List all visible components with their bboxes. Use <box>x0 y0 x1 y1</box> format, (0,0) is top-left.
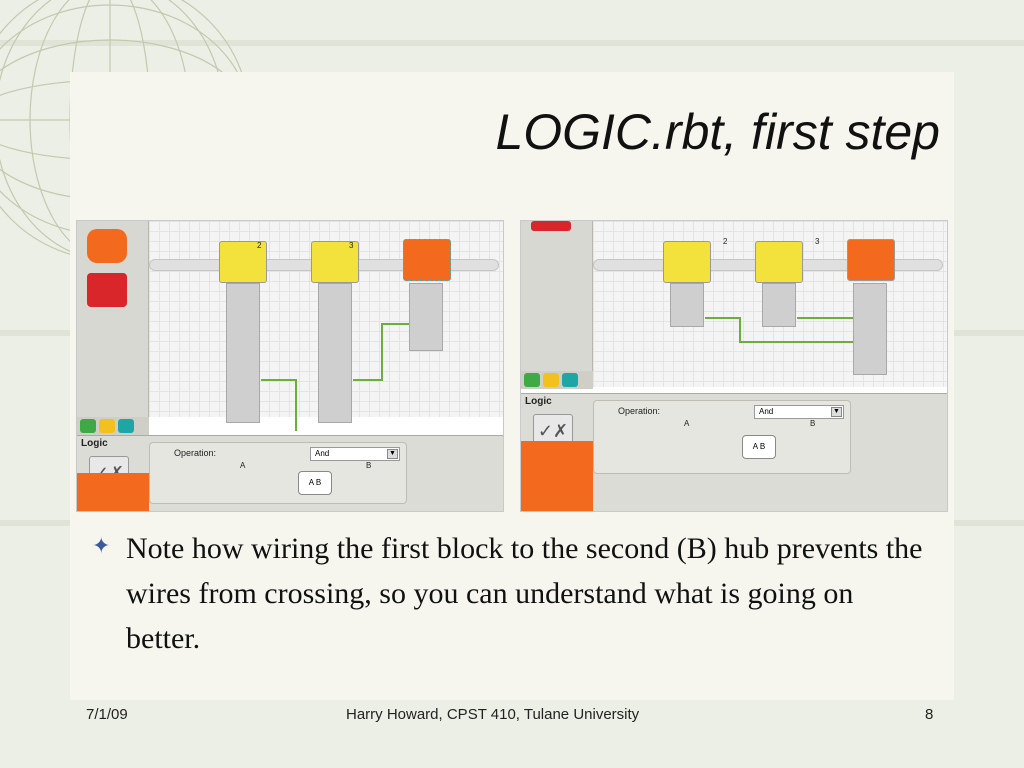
tab-common[interactable] <box>524 373 540 387</box>
common-palette-icon[interactable] <box>87 229 127 263</box>
venn-label: A B <box>752 442 766 451</box>
operation-label: Operation: <box>174 448 217 458</box>
sound-sensor-block[interactable] <box>219 241 267 283</box>
wire <box>261 379 295 381</box>
palette-sidebar <box>521 221 593 371</box>
operation-value: And <box>315 449 330 458</box>
logic-block[interactable] <box>403 239 451 281</box>
block-number: 3 <box>815 237 820 246</box>
config-panel-label: Logic <box>81 438 108 449</box>
wire <box>353 379 383 381</box>
logic-block[interactable] <box>847 239 895 281</box>
config-panel-label: Logic <box>525 396 552 407</box>
config-panel: Logic ✓✗ Operation: And ▼ A B A B <box>521 393 947 511</box>
tab-custom[interactable] <box>118 419 134 433</box>
bullet-text: Note how wiring the first block to the s… <box>126 532 923 655</box>
four-point-star-icon: ✦ <box>92 533 111 558</box>
logic-data-hub <box>853 283 887 375</box>
complete-palette-icon[interactable] <box>531 221 571 231</box>
wire <box>797 317 853 319</box>
program-canvas[interactable]: 2 3 <box>149 221 503 431</box>
venn-diagram-icon: A B <box>742 435 776 459</box>
config-orange-strip <box>521 441 593 511</box>
footer-date: 7/1/09 <box>86 706 128 723</box>
operation-select[interactable]: And ▼ <box>310 447 400 461</box>
operation-select[interactable]: And ▼ <box>754 405 844 419</box>
logic-data-hub <box>409 283 443 351</box>
wire <box>381 323 409 325</box>
chevron-down-icon: ▼ <box>831 407 842 417</box>
wire <box>705 317 739 319</box>
config-options-box: Operation: And ▼ A B A B <box>149 442 407 504</box>
operation-value: And <box>759 407 774 416</box>
screenshot-left: 2 3 Logic ✓✗ Operation: And ▼ A B A B <box>76 220 504 512</box>
input-a-label: A <box>240 461 246 470</box>
palette-tabs <box>77 417 149 435</box>
light-data-hub <box>318 283 352 423</box>
tab-custom[interactable] <box>562 373 578 387</box>
palette-tabs <box>521 371 593 389</box>
tab-common[interactable] <box>80 419 96 433</box>
block-number: 2 <box>257 241 262 250</box>
sound-data-hub <box>226 283 260 423</box>
input-b-label: B <box>366 461 372 470</box>
light-sensor-block[interactable] <box>755 241 803 283</box>
light-data-hub <box>762 283 796 327</box>
complete-palette-icon[interactable] <box>87 273 127 307</box>
input-a-label: A <box>684 419 690 428</box>
block-number: 3 <box>349 241 354 250</box>
wire <box>739 317 741 341</box>
config-orange-strip <box>77 473 149 511</box>
light-sensor-block[interactable] <box>311 241 359 283</box>
wire <box>381 323 383 381</box>
operation-label: Operation: <box>618 406 661 416</box>
palette-sidebar <box>77 221 149 417</box>
tab-complete[interactable] <box>543 373 559 387</box>
screenshot-right: 2 3 Logic ✓✗ Operation: And ▼ A B A B <box>520 220 948 512</box>
chevron-down-icon: ▼ <box>387 449 398 459</box>
venn-diagram-icon: A B <box>298 471 332 495</box>
bg-stripe <box>0 40 1024 46</box>
config-options-box: Operation: And ▼ A B A B <box>593 400 851 474</box>
config-panel: Logic ✓✗ Operation: And ▼ A B A B <box>77 435 503 511</box>
block-number: 2 <box>723 237 728 246</box>
tab-complete[interactable] <box>99 419 115 433</box>
wire <box>295 379 297 431</box>
slide-title: LOGIC.rbt, first step <box>495 104 940 160</box>
footer-center: Harry Howard, CPST 410, Tulane Universit… <box>346 706 640 723</box>
wire <box>739 341 853 343</box>
footer-page-number: 8 <box>925 706 934 723</box>
venn-label: A B <box>308 478 322 487</box>
input-b-label: B <box>810 419 816 428</box>
sound-sensor-block[interactable] <box>663 241 711 283</box>
sound-data-hub <box>670 283 704 327</box>
program-canvas[interactable]: 2 3 <box>593 221 947 387</box>
